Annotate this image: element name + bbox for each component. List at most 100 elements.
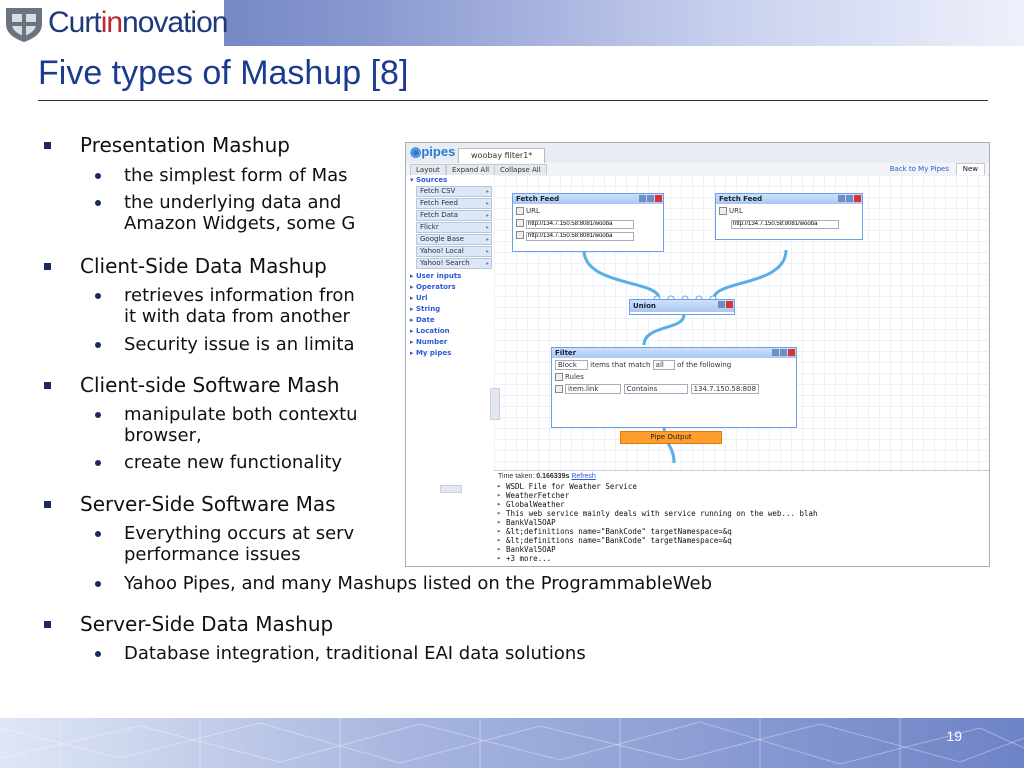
debug-item[interactable]: BankVal5OAP [494, 545, 989, 554]
crest-icon [2, 2, 46, 44]
yahoo-pipes-screenshot: ◉pipes woobay filter1* Layout Expand All… [405, 142, 990, 567]
filter-mode-row: Block items that match all of the follow… [555, 360, 793, 370]
source-yahoo-search[interactable]: Yahoo! Search [416, 258, 492, 269]
refresh-link[interactable]: Refresh [571, 473, 596, 480]
sub-bullet: manipulate both contextu [95, 404, 358, 425]
category-string[interactable]: ▸ String [410, 305, 441, 313]
category-my-pipes[interactable]: ▸ My pipes [410, 349, 452, 357]
debug-item[interactable]: GlobalWeather [494, 500, 989, 509]
sidebar-resize-handle[interactable] [490, 388, 500, 420]
module-fetch-feed-2[interactable]: Fetch Feed URL [715, 193, 863, 240]
close-icon[interactable] [655, 195, 662, 202]
collapse-icon[interactable] [846, 195, 853, 202]
block-select[interactable]: Block [555, 360, 588, 370]
category-operators[interactable]: ▸ Operators [410, 283, 456, 291]
url-input[interactable] [526, 219, 634, 229]
rule-value-input[interactable]: 134.7.150.58:808 [690, 384, 760, 394]
close-icon[interactable] [854, 195, 861, 202]
debug-item[interactable]: This web service mainly deals with servi… [494, 509, 989, 518]
sub-bullet: Database integration, traditional EAI da… [95, 643, 586, 664]
pipes-header: ◉pipes woobay filter1* [406, 143, 989, 164]
module-title: Union [630, 300, 734, 312]
source-fetch-data[interactable]: Fetch Data [416, 210, 492, 221]
debug-item[interactable]: WSDL File for Weather Service [494, 482, 989, 491]
module-title: Fetch Feed [716, 194, 862, 204]
pipe-editor-canvas[interactable]: Fetch Feed URL Fetch Feed URL Union Filt… [494, 175, 989, 470]
debugger-panel: Time taken: 0.166339s Refresh WSDL File … [494, 470, 989, 566]
url-row [516, 218, 660, 229]
sub-bullet: Yahoo Pipes, and many Mashups listed on … [94, 573, 713, 594]
checkbox-icon[interactable] [555, 385, 563, 393]
chevron-down-icon: ▾ [410, 176, 414, 184]
collapse-icon[interactable] [772, 349, 779, 356]
footer-banner: 19 [0, 718, 1024, 768]
sub-bullet-continuation: Amazon Widgets, some G [124, 213, 356, 234]
source-fetch-csv[interactable]: Fetch CSV [416, 186, 492, 197]
sub-bullet: Everything occurs at serv [94, 523, 355, 544]
source-fetch-feed[interactable]: Fetch Feed [416, 198, 492, 209]
curtin-logo: Curtinnovation [0, 0, 228, 46]
help-icon[interactable] [780, 349, 787, 356]
category-number[interactable]: ▸ Number [410, 338, 448, 346]
sub-bullet: retrieves information fron [95, 285, 355, 306]
source-yahoo-local[interactable]: Yahoo! Local [416, 246, 492, 257]
sub-bullet: the underlying data and [94, 192, 342, 213]
url-label-row: URL [516, 206, 660, 216]
debug-item[interactable]: &lt;definitions name="BankCode" targetNa… [494, 527, 989, 536]
category-url[interactable]: ▸ Url [410, 294, 428, 302]
category-date[interactable]: ▸ Date [410, 316, 435, 324]
rule-row: item.link Contains 134.7.150.58:808 [555, 384, 793, 394]
logo-wordmark: Curtinnovation [48, 6, 228, 39]
source-google-base[interactable]: Google Base [416, 234, 492, 245]
page-number: 19 [946, 728, 962, 744]
module-union[interactable]: Union [629, 299, 735, 315]
pipes-logo: ◉pipes [410, 144, 456, 159]
debug-item[interactable]: BankVal5OAP [494, 518, 989, 527]
bullet-presentation-mashup: Presentation Mashup [44, 133, 290, 157]
rule-field-select[interactable]: item.link [565, 384, 622, 394]
close-icon[interactable] [726, 301, 733, 308]
url-input[interactable] [526, 231, 634, 241]
close-icon[interactable] [788, 349, 795, 356]
rule-operator-select[interactable]: Contains [623, 384, 689, 394]
match-select[interactable]: all [652, 360, 675, 370]
module-filter[interactable]: Filter Block items that match all of the… [551, 347, 797, 428]
checkbox-icon[interactable] [719, 207, 727, 215]
sub-bullet-continuation: it with data from another [124, 306, 350, 327]
back-to-my-pipes-link[interactable]: Back to My Pipes [889, 165, 949, 173]
footer-pattern [0, 718, 1024, 768]
panel-resize-handle[interactable] [440, 485, 462, 493]
category-user-inputs[interactable]: ▸ User inputs [410, 272, 462, 280]
debug-more[interactable]: +3 more... [494, 554, 989, 563]
module-title: Filter [552, 348, 796, 358]
pipes-icon: ◉ [410, 144, 422, 159]
debug-item[interactable]: &lt;definitions name="BankCode" targetNa… [494, 536, 989, 545]
module-pipe-output[interactable]: Pipe Output [620, 431, 722, 444]
category-location[interactable]: ▸ Location [410, 327, 450, 335]
refresh-icon[interactable] [838, 195, 845, 202]
module-fetch-feed-1[interactable]: Fetch Feed URL [512, 193, 664, 252]
collapse-icon[interactable] [718, 301, 725, 308]
sub-bullet: Security issue is an limita [94, 334, 355, 355]
bullet-client-side-software-mashup: Client-side Software Mash [44, 373, 340, 397]
checkbox-icon[interactable] [516, 231, 524, 239]
checkbox-icon[interactable] [516, 219, 524, 227]
collapse-icon[interactable] [647, 195, 654, 202]
sub-bullet: create new functionality [94, 452, 343, 473]
module-library: ▾ Sources Fetch CSV Fetch Feed Fetch Dat… [406, 175, 495, 475]
debug-item[interactable]: WeatherFetcher [494, 491, 989, 500]
url-row [516, 230, 660, 241]
bullet-server-side-software-mashup: Server-Side Software Mas [44, 492, 336, 516]
checkbox-icon[interactable] [516, 207, 524, 215]
checkbox-icon[interactable] [555, 373, 563, 381]
pipes-toolbar: Layout Expand All Collapse All Back to M… [406, 163, 989, 176]
bullet-server-side-data-mashup: Server-Side Data Mashup [43, 612, 334, 636]
url-label-row: URL [719, 206, 859, 216]
url-input[interactable] [731, 219, 839, 229]
tab-pipe-editor[interactable]: woobay filter1* [458, 148, 546, 163]
debug-header: Time taken: 0.166339s Refresh [498, 473, 596, 480]
source-flickr[interactable]: Flickr [416, 222, 492, 233]
sources-header[interactable]: ▾ Sources [410, 176, 448, 184]
refresh-icon[interactable] [639, 195, 646, 202]
module-title: Fetch Feed [513, 194, 663, 204]
